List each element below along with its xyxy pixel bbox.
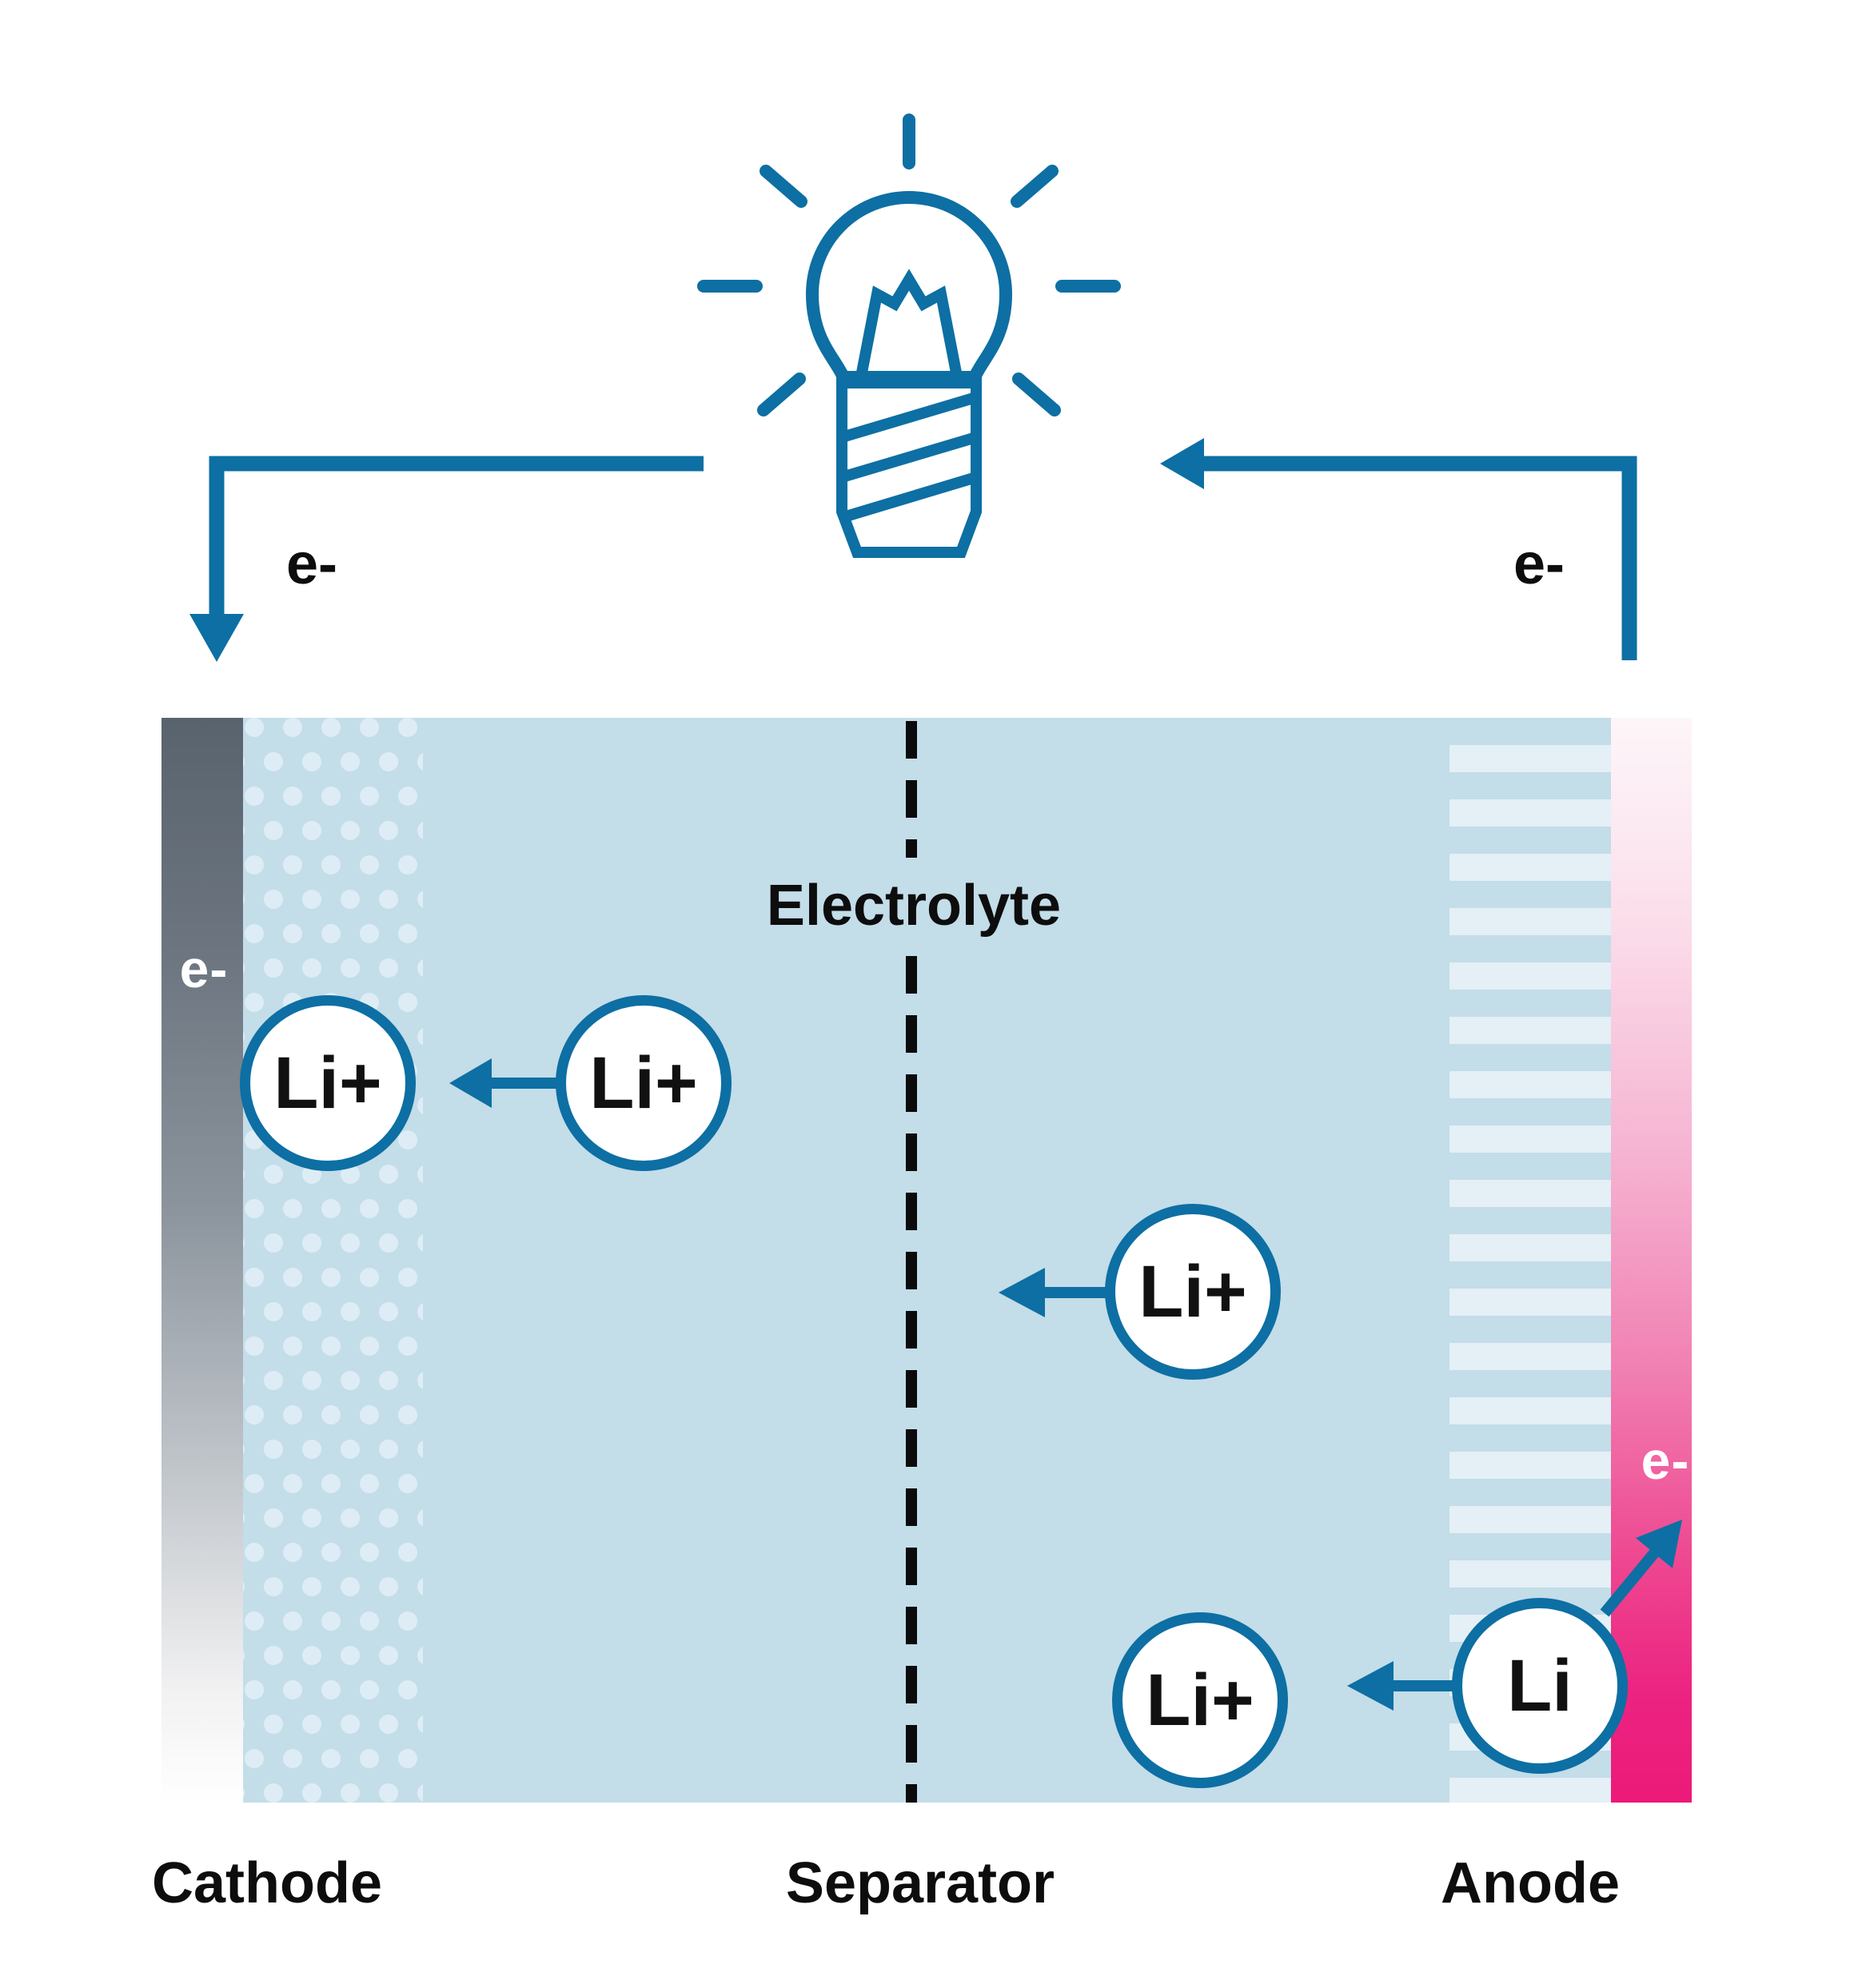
lithium-ion-electrolyte-upper: Li+ bbox=[1105, 1204, 1281, 1380]
light-rays-icon bbox=[697, 114, 1121, 416]
filament-icon bbox=[856, 269, 962, 374]
light-bulb-icon bbox=[697, 114, 1121, 558]
battery-cell bbox=[161, 718, 1692, 1803]
bulb-socket bbox=[836, 388, 982, 558]
separator-dashed-line bbox=[906, 956, 917, 1803]
electrolyte-label: Electrolyte bbox=[766, 874, 1062, 938]
cathode-current-collector bbox=[161, 718, 243, 1803]
ion-label: Li+ bbox=[589, 1042, 698, 1124]
ion-label: Li+ bbox=[1146, 1659, 1254, 1741]
cathode-label: Cathode bbox=[152, 1851, 382, 1915]
ion-label: Li+ bbox=[273, 1042, 382, 1124]
ion-label: Li bbox=[1507, 1645, 1573, 1727]
lithium-ion-electrolyte-lower: Li+ bbox=[1112, 1612, 1288, 1788]
separator-label: Separator bbox=[785, 1851, 1055, 1915]
cathode-material-pattern bbox=[243, 718, 423, 1803]
anode-label: Anode bbox=[1441, 1851, 1620, 1915]
electron-label-left-wire: e- bbox=[285, 532, 338, 596]
lithium-ion-migrating: Li+ bbox=[556, 995, 732, 1171]
ion-label: Li+ bbox=[1138, 1251, 1247, 1333]
left-wire-arrow bbox=[189, 456, 704, 662]
separator-dashed-line bbox=[906, 721, 917, 858]
electron-label-anode-collector: e- bbox=[1641, 1431, 1690, 1490]
lithium-ion-cathode: Li+ bbox=[240, 995, 416, 1171]
electron-label-right-wire: e- bbox=[1513, 532, 1565, 596]
electron-label-cathode-collector: e- bbox=[179, 939, 229, 998]
anode-current-collector bbox=[1611, 718, 1692, 1803]
lithium-atom-anode: Li bbox=[1452, 1598, 1628, 1774]
